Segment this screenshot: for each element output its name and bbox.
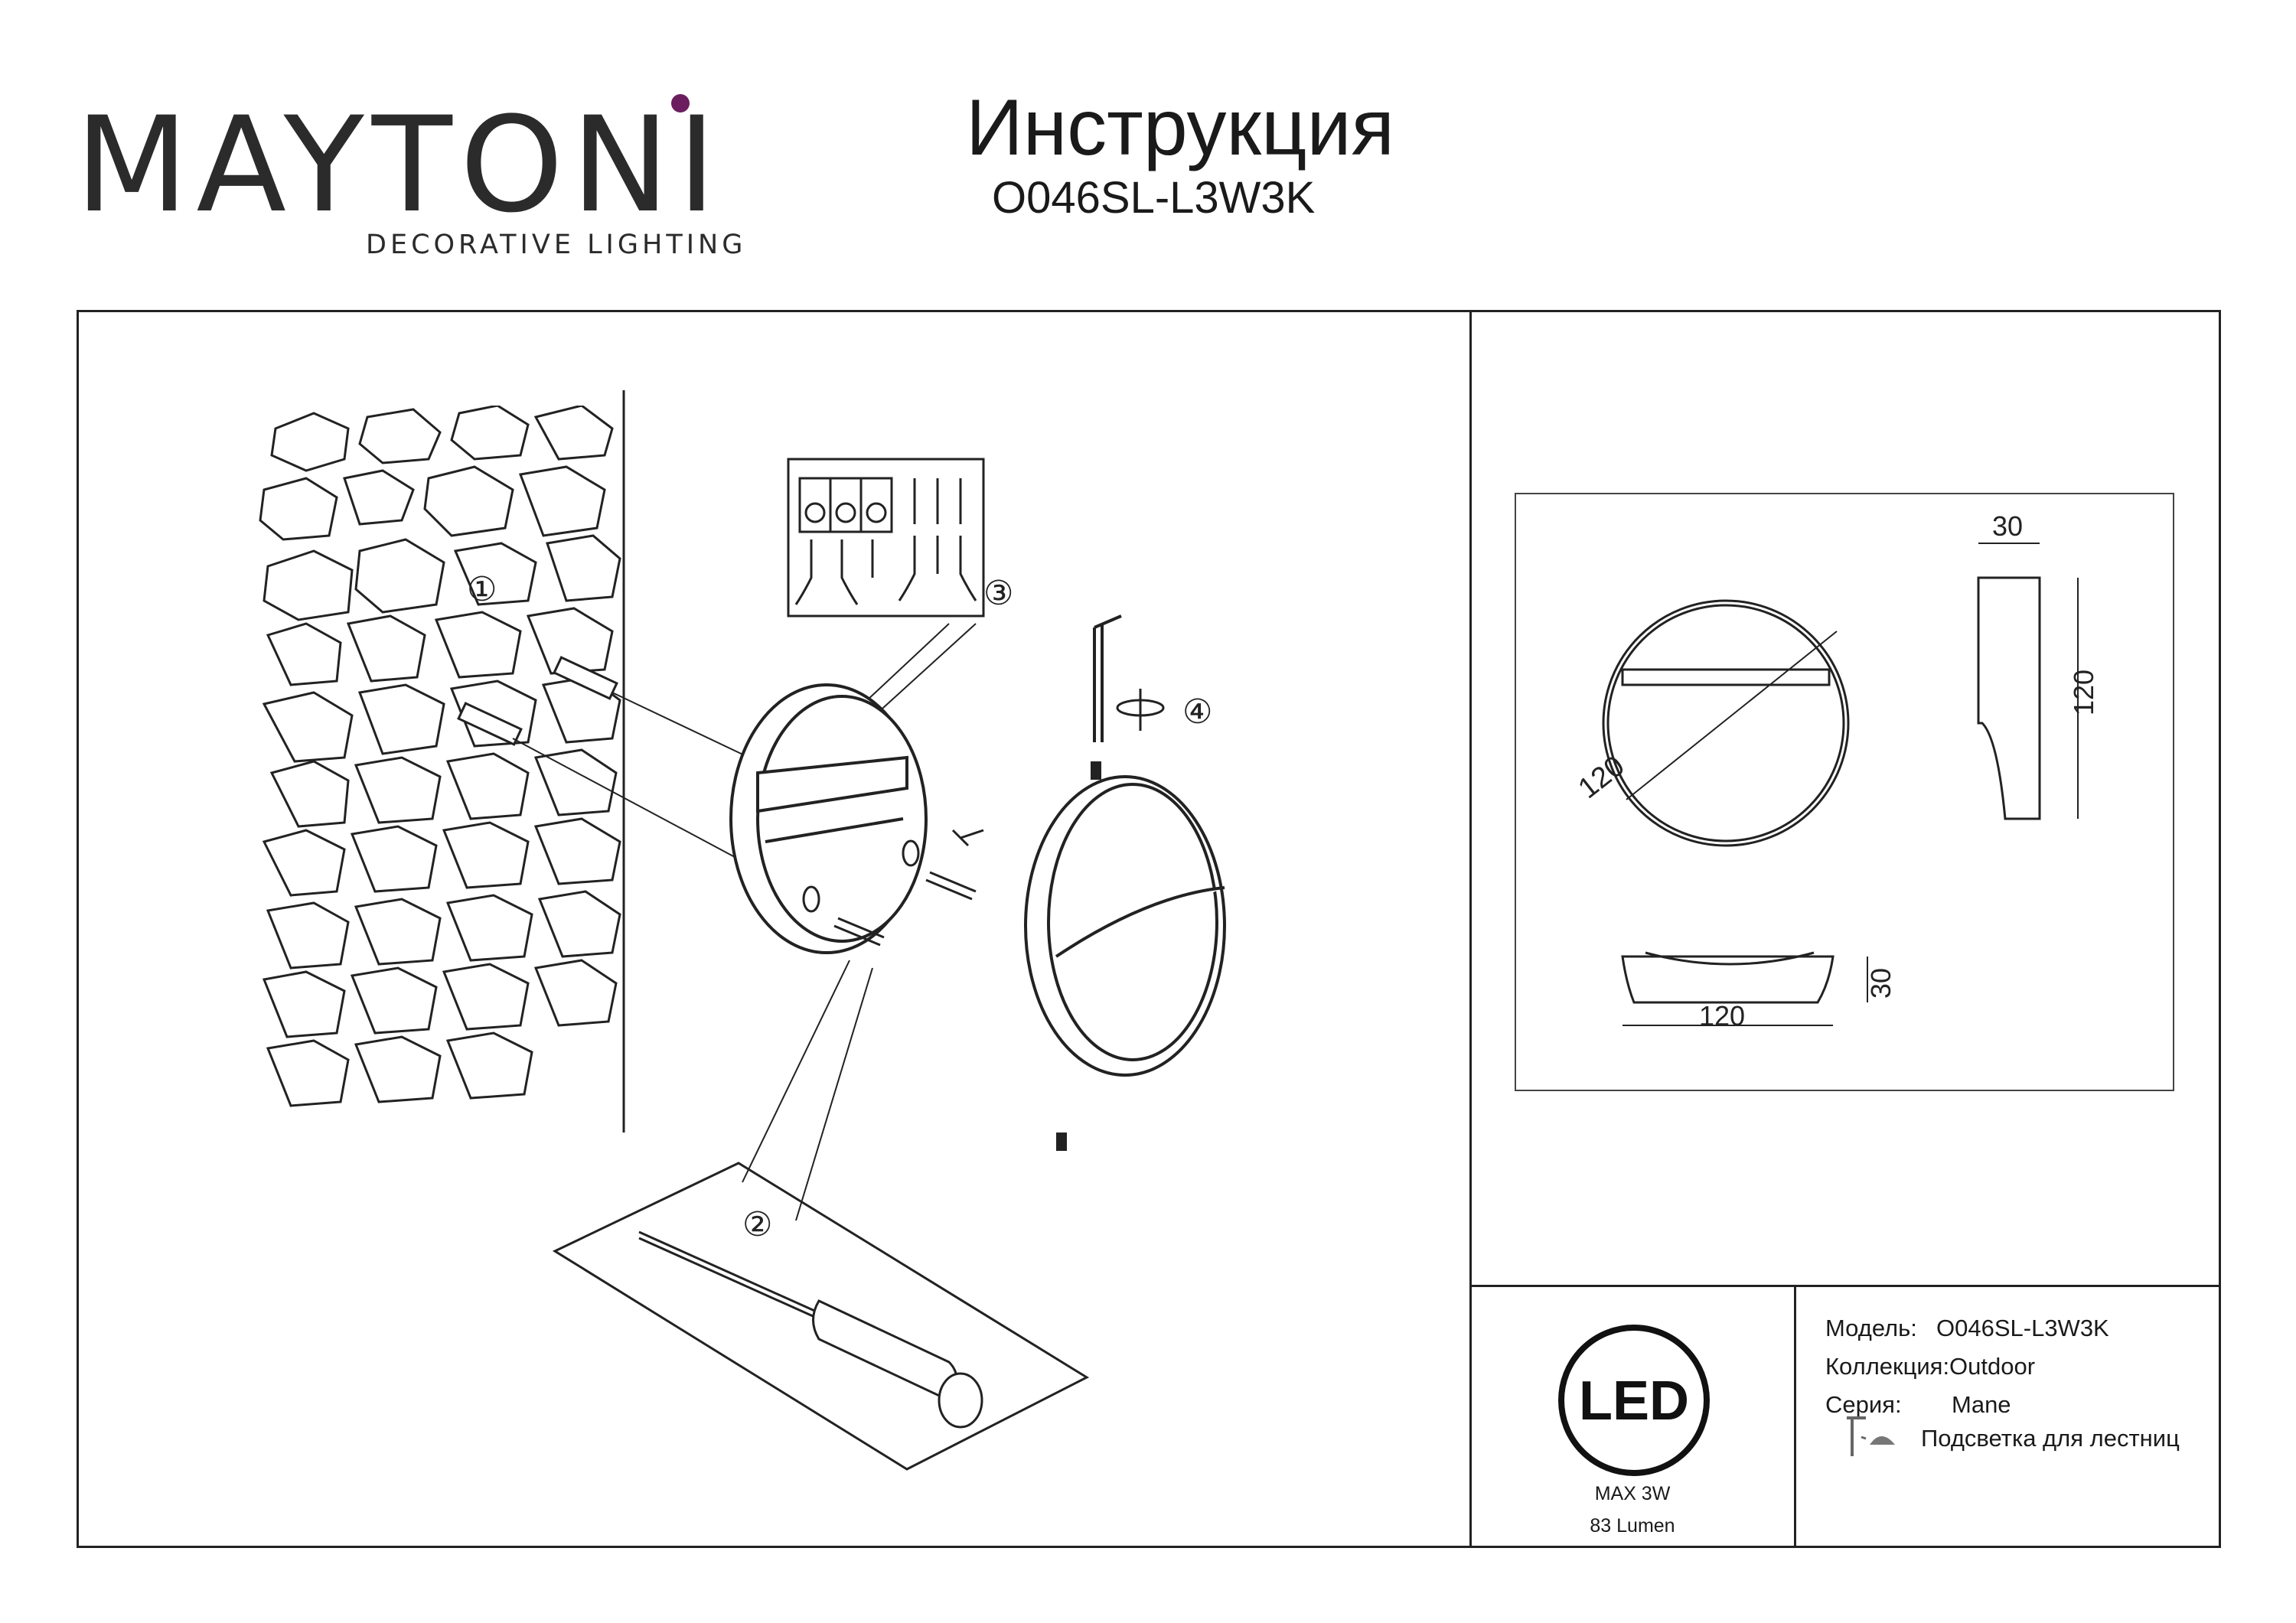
dimension-frame bbox=[1515, 493, 2174, 1091]
wiring-inset bbox=[787, 458, 985, 618]
max-power: MAX 3W bbox=[1594, 1483, 1671, 1504]
dimension-drawing: 120 30 120 120 30 bbox=[1515, 493, 2174, 1091]
spec-vertical-divider bbox=[1794, 1285, 1796, 1548]
mounting-base bbox=[729, 683, 928, 954]
side-height-label: 120 bbox=[2068, 670, 2099, 715]
hex-key bbox=[1093, 614, 1122, 742]
model-label: Модель: bbox=[1825, 1315, 1917, 1341]
step-3-label: ③ bbox=[983, 575, 1013, 612]
frame-horizontal-divider bbox=[1469, 1285, 2221, 1287]
lumen-output: 83 Lumen bbox=[1590, 1515, 1675, 1537]
luminaire-cover bbox=[1024, 775, 1226, 1077]
diameter-line bbox=[1626, 631, 1838, 800]
terminal-block bbox=[794, 477, 977, 605]
series-label: Серия: bbox=[1825, 1391, 1902, 1418]
wall-dowels bbox=[457, 656, 618, 746]
brand-logo-dot bbox=[671, 94, 690, 112]
step-1-label: ① bbox=[467, 571, 497, 608]
assembly-diagram: ① ③ ④ bbox=[259, 390, 1226, 1471]
stair-light-icon bbox=[1847, 1416, 1895, 1456]
collection-label: Коллекция: bbox=[1825, 1353, 1950, 1380]
document-model-code: O046SL-L3W3K bbox=[992, 173, 1316, 223]
type-value: Подсветка для лестниц bbox=[1921, 1425, 2180, 1452]
bottom-view bbox=[1621, 951, 1835, 1004]
led-logo-text: LED bbox=[1579, 1370, 1689, 1432]
dowel-guide-line bbox=[512, 738, 735, 858]
step-2-label: ② bbox=[742, 1206, 772, 1243]
base-screws bbox=[802, 829, 984, 947]
stone-wall bbox=[259, 406, 621, 1107]
bottom-width-label: 120 bbox=[1699, 1000, 1745, 1031]
front-view bbox=[1602, 599, 1850, 847]
model-value: O046SL-L3W3K bbox=[1936, 1315, 2109, 1341]
bottom-depth-label: 30 bbox=[1865, 968, 1896, 999]
series-value: Mane bbox=[1952, 1391, 2011, 1418]
brand-tagline: DECORATIVE LIGHTING bbox=[366, 230, 747, 260]
led-badge: LED bbox=[1558, 1325, 1710, 1476]
frame-vertical-divider bbox=[1469, 310, 1472, 1548]
front-diameter-label: 120 bbox=[1573, 750, 1631, 805]
dowel-guide-line bbox=[612, 692, 766, 766]
grub-screw-top bbox=[1091, 761, 1101, 780]
collection-value: Outdoor bbox=[1949, 1353, 2036, 1380]
brand-logo-text: MAYTONI bbox=[75, 88, 724, 242]
step-4-label: ④ bbox=[1182, 693, 1212, 731]
document-title: Инструкция bbox=[966, 83, 1394, 172]
instruction-frame bbox=[77, 310, 2221, 1548]
side-depth-label: 30 bbox=[1992, 510, 2023, 542]
grub-screw-bottom bbox=[1056, 1133, 1067, 1151]
screwdriver-icon bbox=[638, 1230, 983, 1429]
side-view bbox=[1977, 576, 2041, 820]
